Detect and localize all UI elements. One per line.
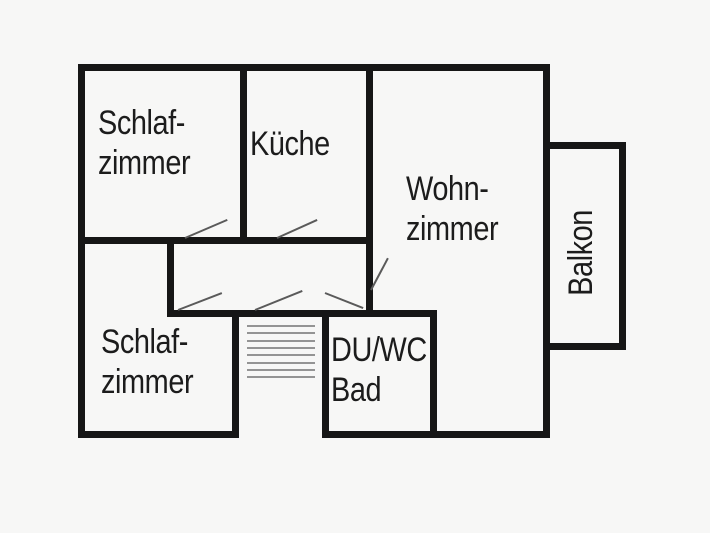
wall-balcony-bottom xyxy=(550,343,626,350)
wall-outer-bottom-left xyxy=(78,431,239,438)
wall-balcony-right xyxy=(619,142,626,350)
label-bedroom-top: Schlaf- zimmer xyxy=(98,103,191,183)
wall-corridor-bottom xyxy=(167,310,437,317)
label-living-room-line1: Wohn- xyxy=(406,170,489,208)
label-kitchen: Küche xyxy=(250,124,330,164)
door-kitchen-icon xyxy=(276,219,318,239)
wall-bedroom2-right xyxy=(232,310,239,438)
wall-corridor-top xyxy=(78,237,373,244)
wall-corridor-left xyxy=(167,237,174,317)
door-bedroom-bottom-icon xyxy=(177,292,223,311)
wall-living-right xyxy=(543,64,550,438)
stair-line xyxy=(247,325,315,327)
label-bedroom-bottom-line1: Schlaf- xyxy=(101,323,188,361)
label-bedroom-bottom-line2: zimmer xyxy=(101,363,194,401)
wall-balcony-top xyxy=(550,142,626,149)
stair-line xyxy=(247,376,315,378)
door-corridor-icon xyxy=(254,289,303,311)
door-bedroom-top-icon xyxy=(184,218,228,239)
label-living-room: Wohn- zimmer xyxy=(406,169,499,249)
label-balcony: Balkon xyxy=(561,210,601,296)
label-bedroom-bottom: Schlaf- zimmer xyxy=(101,322,194,402)
label-kitchen-text: Küche xyxy=(250,125,330,163)
wall-kitchen-living-divider xyxy=(366,64,373,317)
label-bedroom-top-line2: zimmer xyxy=(98,144,191,182)
stair-line xyxy=(247,369,315,371)
wall-outer-left xyxy=(78,64,85,438)
label-bathroom-line1: DU/WC xyxy=(331,331,427,369)
wall-bedroom1-kitchen-divider xyxy=(240,64,247,244)
stair-line xyxy=(247,347,315,349)
wall-bath-right xyxy=(430,310,437,438)
stair-line xyxy=(247,340,315,342)
door-bath-icon xyxy=(324,292,364,309)
label-bathroom: DU/WC Bad xyxy=(331,330,427,410)
wall-outer-top xyxy=(78,64,550,71)
stair-line xyxy=(247,354,315,356)
stair-line xyxy=(247,362,315,364)
wall-bath-left xyxy=(322,310,329,438)
stair-line xyxy=(247,332,315,334)
label-living-room-line2: zimmer xyxy=(406,210,499,248)
stairs-hatch-icon xyxy=(247,325,315,379)
label-bathroom-line2: Bad xyxy=(331,371,382,409)
label-balcony-text: Balkon xyxy=(562,210,600,296)
label-bedroom-top-line1: Schlaf- xyxy=(98,104,185,142)
